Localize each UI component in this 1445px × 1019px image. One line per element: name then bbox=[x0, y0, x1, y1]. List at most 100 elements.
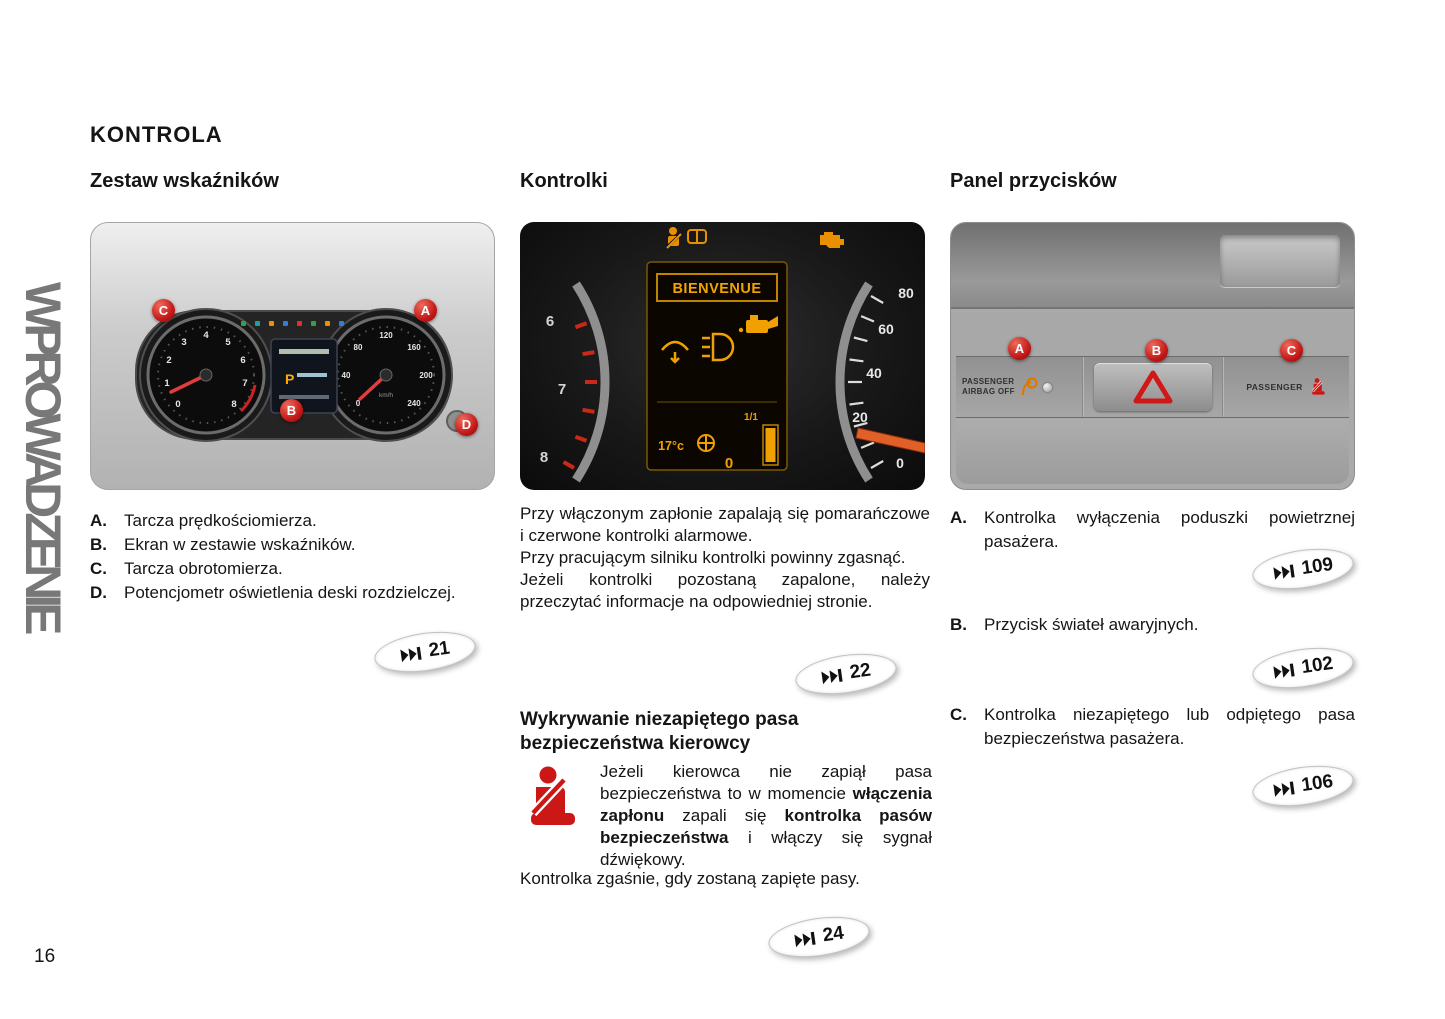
paragraph-text: zapali się bbox=[664, 806, 785, 825]
legend-item: A. Kontrolka wyłączenia poduszki powietr… bbox=[950, 506, 1355, 554]
heading-warning-lights: Kontrolki bbox=[520, 170, 608, 192]
low-beam-icon bbox=[702, 332, 735, 362]
legend-text: Przycisk świateł awaryjnych. bbox=[984, 615, 1199, 634]
page-reference: 109 bbox=[1249, 543, 1357, 595]
panel-legend-item-c: C. Kontrolka niezapiętego lub odpiętego … bbox=[950, 703, 1355, 751]
legend-letter: C. bbox=[950, 705, 967, 724]
legend-item: A. Tarcza prędkościomierza. bbox=[90, 509, 495, 533]
scale-number: 7 bbox=[558, 381, 566, 398]
passenger-airbag-off-indicator: PASSENGER AIRBAG OFF bbox=[956, 357, 1082, 417]
paragraph: Przy pracującym silniku kontrolki powinn… bbox=[520, 548, 906, 567]
outside-temperature: 17°c bbox=[658, 439, 684, 453]
chapter-side-label: WPROWADZENIE bbox=[15, 282, 71, 630]
speed-unit-label: km/h bbox=[379, 392, 393, 399]
scale-number: 200 bbox=[419, 371, 433, 380]
next-page-icon bbox=[400, 646, 422, 662]
panel-divider bbox=[1222, 357, 1224, 417]
needle-hub bbox=[379, 368, 393, 382]
left-gauge-bezel bbox=[572, 281, 610, 483]
legend-item: C. Tarcza obrotomierza. bbox=[90, 557, 495, 581]
tachometer-scale: 0 1 2 3 4 5 6 7 8 bbox=[164, 330, 247, 410]
instrument-cluster-drawing: 0 1 2 3 4 5 6 7 8 0 40 80 120 160 200 24… bbox=[135, 308, 468, 442]
page-reference: 24 bbox=[765, 911, 873, 963]
airbag-off-label: PASSENGER AIRBAG OFF bbox=[962, 377, 1015, 396]
warning-lights-paragraphs: Przy włączonym zapłonie zapalają się pom… bbox=[520, 503, 930, 613]
scale-number: 8 bbox=[231, 399, 236, 410]
tachometer-numbers: 6 7 8 bbox=[540, 313, 566, 466]
scale-number: 240 bbox=[407, 399, 421, 408]
scale-number: 4 bbox=[203, 330, 209, 341]
panel-legend-item-b: B. Przycisk świateł awaryjnych. bbox=[950, 613, 1355, 637]
legend-text: Tarcza obrotomierza. bbox=[124, 559, 283, 578]
bold-text: włączenia zapłonu bbox=[600, 784, 932, 825]
page-reference-number: 22 bbox=[848, 659, 873, 684]
speedometer-ticks bbox=[848, 295, 884, 469]
button-panel-figure: PASSENGER AIRBAG OFF PASSENGE bbox=[950, 222, 1355, 490]
scale-number: 60 bbox=[878, 321, 894, 337]
multifunction-display: BIENVENUE 1/1 bbox=[646, 261, 788, 472]
page-number: 16 bbox=[34, 946, 56, 967]
next-page-icon bbox=[1272, 564, 1295, 580]
legend-text: Tarcza prędkościomierza. bbox=[124, 511, 317, 530]
paragraph-text: i włączy się sygnał dźwiękowy. bbox=[600, 828, 932, 869]
page-title: KONTROLA bbox=[90, 122, 223, 147]
page-reference: 102 bbox=[1249, 642, 1357, 694]
scale-number: 20 bbox=[852, 409, 868, 425]
next-page-icon bbox=[1272, 781, 1295, 797]
page-reference: 21 bbox=[371, 626, 479, 678]
scale-number: 8 bbox=[540, 449, 548, 466]
callout-badge-b: B bbox=[1145, 339, 1168, 362]
passenger-label: PASSENGER bbox=[1246, 382, 1303, 392]
panel-storage-recess bbox=[1220, 235, 1340, 287]
seatbelt-mini-icon bbox=[1311, 378, 1325, 395]
legend-item: C. Kontrolka niezapiętego lub odpiętego … bbox=[950, 703, 1355, 751]
panel-divider bbox=[1082, 357, 1084, 417]
scale-number: 1 bbox=[164, 378, 170, 389]
speedometer-needle bbox=[855, 427, 925, 454]
instrument-cluster-figure: 0 1 2 3 4 5 6 7 8 0 40 80 120 160 200 24… bbox=[90, 222, 495, 490]
scale-number: 6 bbox=[240, 355, 245, 366]
seatbelt-warning-paragraph: Jeżeli kierowca nie zapiął pasa bezpiecz… bbox=[600, 761, 932, 871]
panel-lower-trim bbox=[956, 419, 1349, 484]
scale-number: 120 bbox=[379, 331, 393, 340]
legend-letter: A. bbox=[950, 508, 967, 527]
paragraph-text: Jeżeli kierowca nie zapiął pasa bezpiecz… bbox=[600, 762, 932, 803]
seatbelt-icon bbox=[529, 766, 575, 825]
engine-warning-icon bbox=[820, 232, 844, 248]
seatbelt-detection-subheading: Wykrywanie niezapiętego pasa bezpieczeńs… bbox=[520, 709, 799, 754]
scale-number: 40 bbox=[866, 365, 882, 381]
passenger-seatbelt-indicator: PASSENGER bbox=[1224, 357, 1349, 417]
speedometer-scale: 0 40 80 120 160 200 240 bbox=[342, 331, 434, 408]
next-page-icon bbox=[1272, 663, 1295, 679]
warning-lights-drawing: 6 7 8 80 60 40 20 0 bbox=[540, 227, 925, 483]
scale-number: 7 bbox=[242, 378, 247, 389]
legend-text: Potencjometr oświetlenia deski rozdzielc… bbox=[124, 583, 456, 602]
page-reference-number: 106 bbox=[1300, 770, 1335, 797]
needle-hub bbox=[199, 368, 213, 382]
scale-number: 2 bbox=[166, 355, 171, 366]
page-reference: 22 bbox=[792, 648, 900, 700]
cluster-legend: A. Tarcza prędkościomierza. B. Ekran w z… bbox=[90, 509, 495, 605]
callout-badge-a: A bbox=[1008, 337, 1031, 360]
page-reference: 106 bbox=[1249, 760, 1357, 812]
legend-text: Ekran w zestawie wskaźników. bbox=[124, 535, 356, 554]
panel-legend-item-a: A. Kontrolka wyłączenia poduszki powietr… bbox=[950, 506, 1355, 554]
scale-number: 160 bbox=[407, 343, 421, 352]
heading-button-panel: Panel przycisków bbox=[950, 170, 1117, 192]
page-reference-number: 109 bbox=[1300, 553, 1335, 580]
tachometer-redline-ticks bbox=[562, 321, 597, 470]
legend-letter: C. bbox=[90, 559, 107, 578]
page-reference-number: 21 bbox=[427, 637, 452, 662]
scale-number: 0 bbox=[356, 399, 361, 408]
seatbelt-warning-icon bbox=[665, 227, 682, 249]
gear-indicator: P bbox=[285, 371, 294, 387]
scale-number: 0 bbox=[175, 399, 180, 410]
paragraph: Jeżeli kontrolki pozostaną zapalone, nal… bbox=[520, 570, 930, 611]
airbag-icon bbox=[1021, 377, 1038, 396]
page-reference-number: 24 bbox=[821, 922, 846, 947]
oil-pressure-icon bbox=[738, 315, 778, 333]
legend-letter: B. bbox=[90, 535, 107, 554]
trip-counter: 0 bbox=[725, 455, 733, 472]
legend-item: D. Potencjometr oświetlenia deski rozdzi… bbox=[90, 581, 495, 605]
fuel-level-label: 1/1 bbox=[744, 412, 758, 423]
